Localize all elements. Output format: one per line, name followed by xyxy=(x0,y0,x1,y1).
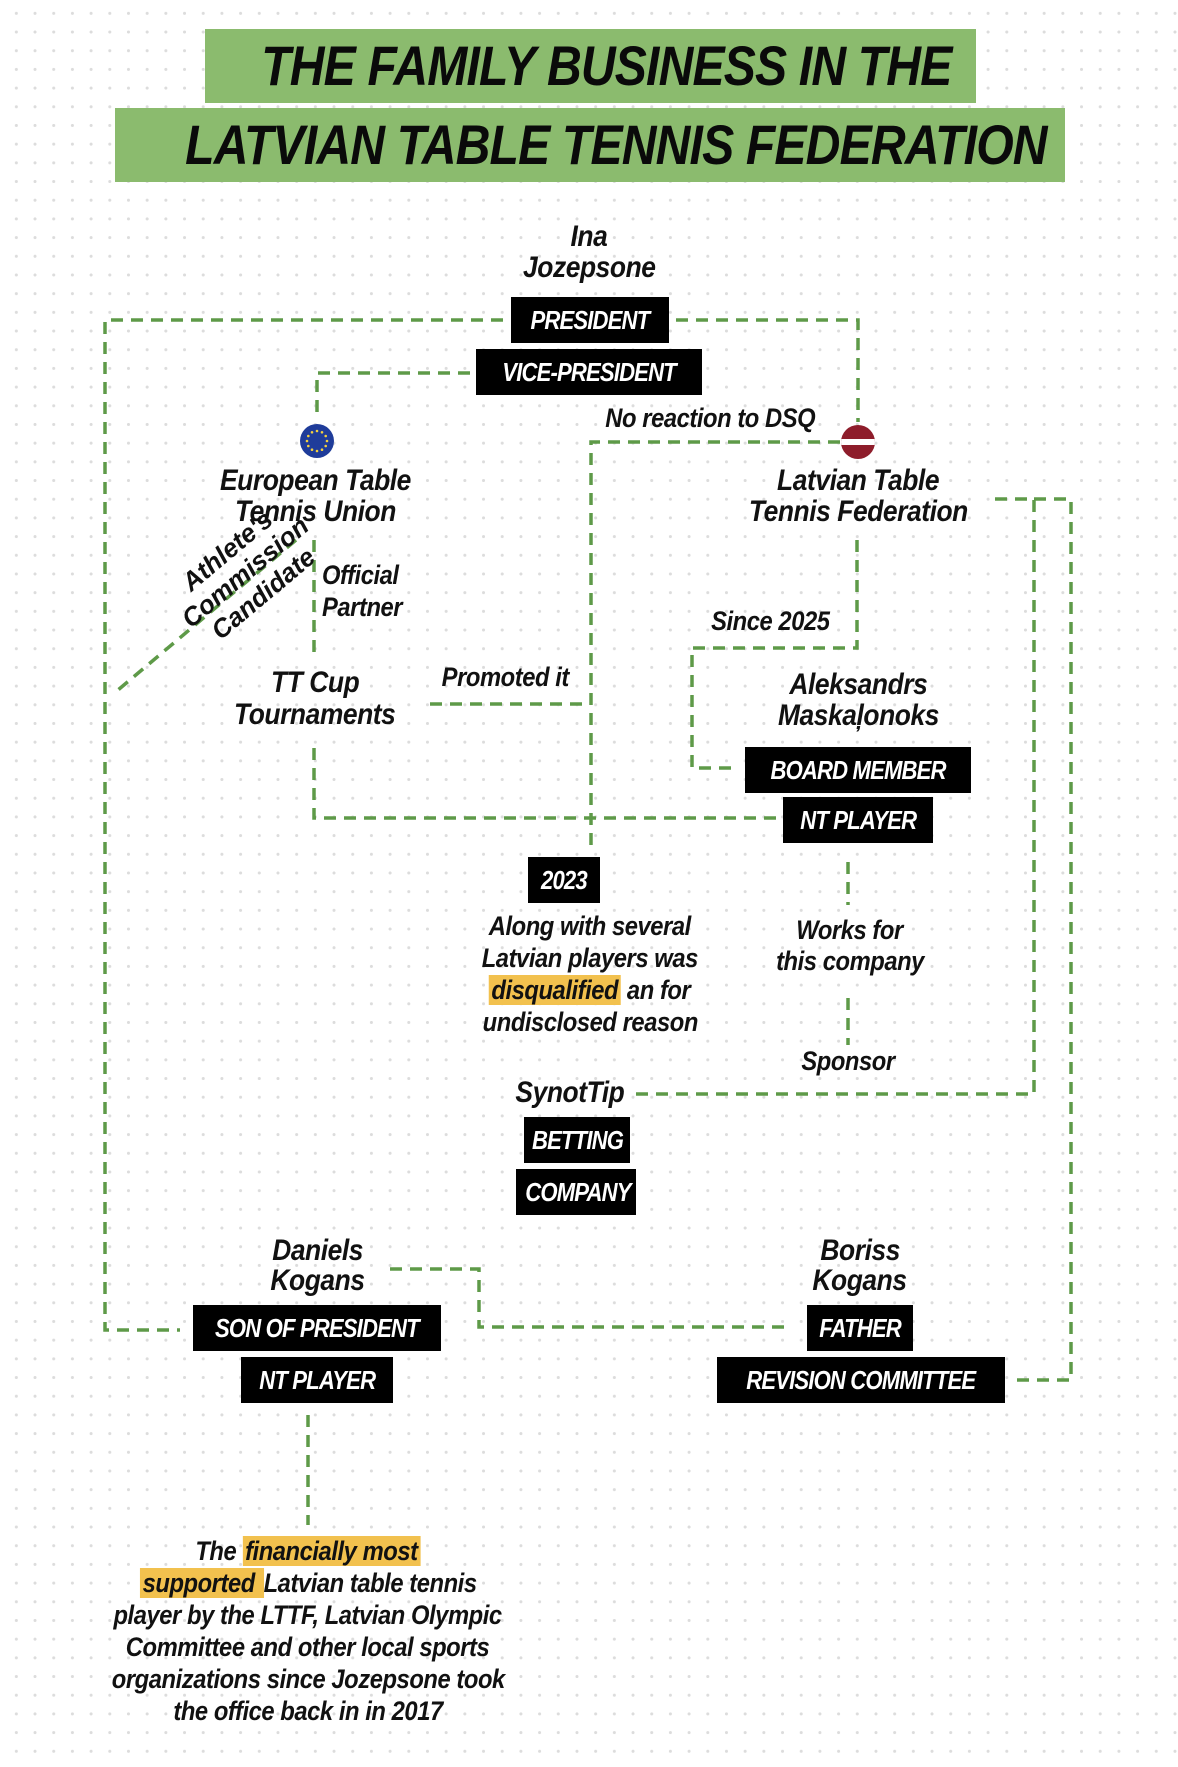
connector-lttf-board xyxy=(690,540,859,770)
tag-2023: 2023 xyxy=(528,857,600,903)
highlight-supported: supported xyxy=(139,1568,264,1598)
label-official-line1: Official xyxy=(322,560,399,590)
latvia-flag-icon xyxy=(841,425,875,459)
title-line-2: LATVIAN TABLE TENNIS FEDERATION xyxy=(115,108,1065,182)
tag-vice-president: VICE-PRESIDENT xyxy=(476,349,702,395)
label-works-line1: Works for xyxy=(796,915,904,945)
dsq-text: Along with several Latvian players was d… xyxy=(481,911,699,1037)
label-no-reaction: No reaction to DSQ xyxy=(605,403,815,433)
tag-revision-committee: REVISION COMMITTEE xyxy=(717,1357,1005,1403)
title-line-1: THE FAMILY BUSINESS IN THE xyxy=(205,29,976,103)
lttf-name-line1: Latvian Table xyxy=(776,464,940,497)
connector-daniels-boriss xyxy=(390,1267,785,1329)
daniels-note: The financially most supported Latvian t… xyxy=(111,1536,505,1726)
eu-flag-icon xyxy=(300,424,334,458)
connector-president-daniels xyxy=(103,318,503,1332)
highlight-disqualified: disqualified xyxy=(489,975,622,1005)
tag-betting: BETTING xyxy=(524,1117,630,1163)
ina-name-line1: Ina xyxy=(570,220,608,253)
label-promoted: Promoted it xyxy=(441,662,569,692)
ina-name-line2: Jozepsone xyxy=(522,251,656,284)
aleksandrs-name-line1: Aleksandrs xyxy=(789,668,927,701)
tag-company: COMPANY xyxy=(516,1169,636,1215)
connector-vp-ettu xyxy=(315,371,470,420)
label-sponsor: Sponsor xyxy=(801,1046,895,1076)
label-works-line2: this company xyxy=(776,946,924,976)
lttf-name-line2: Tennis Federation xyxy=(748,495,968,528)
tag-nt-player-daniels: NT PLAYER xyxy=(241,1357,393,1403)
label-official-line2: Partner xyxy=(322,592,403,622)
connector-president-lttf xyxy=(676,318,860,422)
ettu-name-line1: European Table xyxy=(219,464,411,497)
connector-ttcup-ntplayer xyxy=(312,748,780,820)
aleksandrs-name-line2: Maskaļonoks xyxy=(777,699,939,732)
ttcup-name-line1: TT Cup xyxy=(270,666,360,699)
tag-son-of-president: SON OF PRESIDENT xyxy=(193,1305,441,1351)
daniels-name-line1: Daniels xyxy=(272,1234,364,1267)
boriss-name-line1: Boriss xyxy=(820,1234,900,1267)
daniels-name-line2: Kogans xyxy=(270,1264,366,1297)
connector-lttf-2023 xyxy=(589,440,840,850)
label-since-2025: Since 2025 xyxy=(710,606,830,636)
tag-father: FATHER xyxy=(807,1305,913,1351)
tag-board-member: BOARD MEMBER xyxy=(745,747,971,793)
ttcup-name-line2: Tournaments xyxy=(234,698,396,731)
tag-president: PRESIDENT xyxy=(511,297,669,343)
connector-lttf-revision xyxy=(1013,497,1073,1382)
boriss-name-line2: Kogans xyxy=(812,1264,908,1297)
synottip-name: SynotTip xyxy=(515,1076,625,1109)
ettu-name-line2: Tennis Union xyxy=(234,495,396,528)
tag-nt-player-aleksandrs: NT PLAYER xyxy=(783,797,933,843)
highlight-financially: financially most xyxy=(242,1536,421,1566)
